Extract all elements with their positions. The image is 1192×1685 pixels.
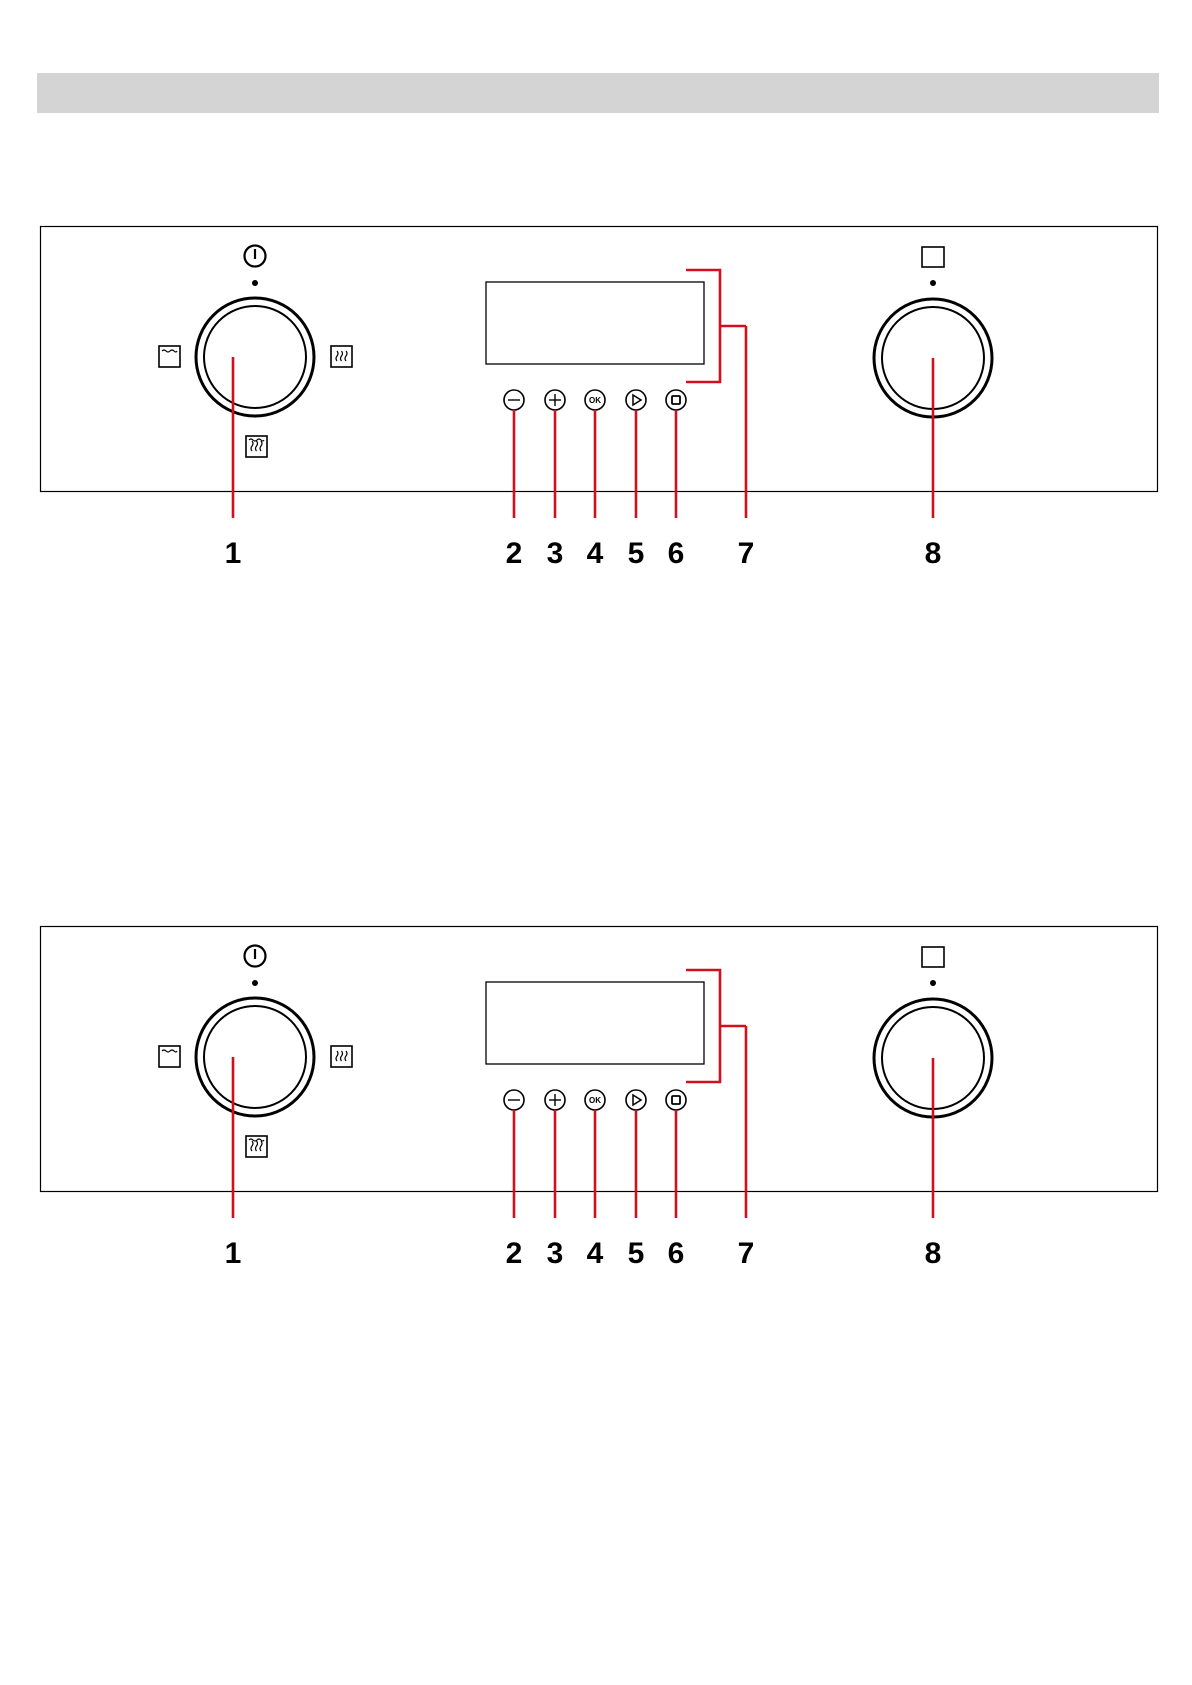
display-screen [486,982,704,1064]
conventional-heat-icon-frame [159,1046,180,1067]
conventional-heat-icon-frame [159,346,180,367]
callout-label-2: 2 [506,1237,523,1270]
start-button-ring[interactable] [626,1090,646,1110]
callout-label-3: 3 [547,1237,564,1270]
callout-label-8: 8 [925,537,942,570]
minus-button[interactable] [504,390,524,410]
conventional-heat-icon [159,1046,180,1067]
stop-button[interactable] [666,390,686,410]
callout-label-6: 6 [668,537,685,570]
callout-label-4: 4 [587,1237,604,1270]
start-button-ring[interactable] [626,390,646,410]
callout-label-6: 6 [668,1237,685,1270]
callout-label-3: 3 [547,537,564,570]
grill-icon [331,1046,352,1067]
function-knob-marker-dot [252,980,258,986]
callout-label-2: 2 [506,537,523,570]
ok-button-label: OK [589,1096,601,1105]
stop-button-ring[interactable] [666,1090,686,1110]
bottom-heat-icon [246,436,267,457]
callout-label-1: 1 [225,1237,242,1270]
minus-button[interactable] [504,1090,524,1110]
ok-button[interactable]: OK [585,390,605,410]
display-screen [486,282,704,364]
stop-button-ring[interactable] [666,390,686,410]
temperature-knob-marker-dot [930,980,936,986]
start-button[interactable] [626,1090,646,1110]
callout-label-1: 1 [225,537,242,570]
callout-label-7: 7 [738,1237,755,1270]
ok-icon: OK [589,1096,601,1105]
temperature-knob-marker-dot [930,280,936,286]
callout-label-7: 7 [738,537,755,570]
lamp-icon [922,947,944,967]
section-header-bar [37,73,1159,113]
ok-button[interactable]: OK [585,1090,605,1110]
stop-button[interactable] [666,1090,686,1110]
callout-label-4: 4 [587,537,604,570]
plus-button[interactable] [545,390,565,410]
grill-icon [331,346,352,367]
ok-button-label: OK [589,396,601,405]
start-button[interactable] [626,390,646,410]
callout-label-5: 5 [628,537,645,570]
conventional-heat-icon [159,346,180,367]
function-knob-outer-ring[interactable] [196,998,314,1116]
function-knob-outer-ring[interactable] [196,298,314,416]
plus-button[interactable] [545,1090,565,1110]
lamp-icon [922,247,944,267]
callout-label-5: 5 [628,1237,645,1270]
callout-label-8: 8 [925,1237,942,1270]
bottom-heat-icon [246,1136,267,1157]
ok-icon: OK [589,396,601,405]
function-knob-marker-dot [252,280,258,286]
